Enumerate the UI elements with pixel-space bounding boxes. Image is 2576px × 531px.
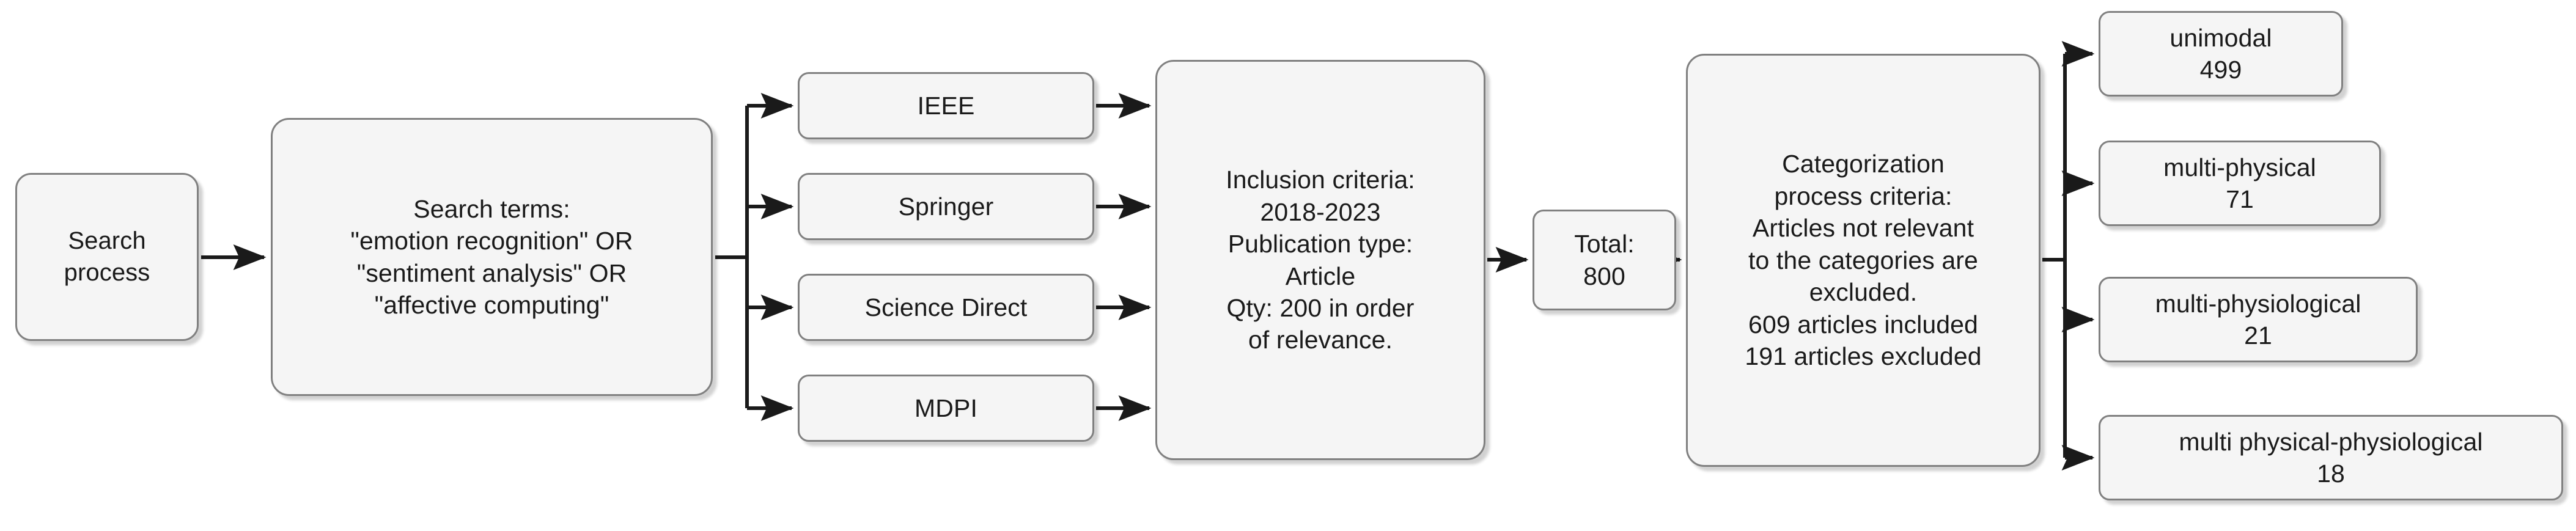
inclusion-criteria-label: Inclusion criteria: 2018-2023 Publicatio…: [1226, 166, 1415, 354]
database-mdpi-label: MDPI: [914, 394, 977, 422]
total-count-label: Total: 800: [1574, 230, 1635, 290]
category-multi-physical-node[interactable]: multi-physical 71: [2099, 141, 2381, 226]
inclusion-criteria-node[interactable]: Inclusion criteria: 2018-2023 Publicatio…: [1155, 60, 1485, 460]
category-multi-physiological-node[interactable]: multi-physiological 21: [2099, 277, 2418, 362]
search-terms-label: Search terms: "emotion recognition" OR "…: [350, 194, 633, 319]
search-terms-node[interactable]: Search terms: "emotion recognition" OR "…: [271, 118, 713, 396]
category-multi-physical-physiological-node[interactable]: multi physical-physiological 18: [2099, 415, 2563, 500]
search-process-label: Search process: [64, 227, 150, 286]
database-science-direct-label: Science Direct: [864, 293, 1028, 321]
database-ieee-label: IEEE: [917, 91, 975, 120]
database-mdpi-node[interactable]: MDPI: [798, 375, 1094, 442]
category-multi-physiological-label: multi-physiological 21: [2155, 289, 2361, 350]
category-multi-physical-label: multi-physical 71: [2163, 153, 2316, 213]
total-count-node[interactable]: Total: 800: [1533, 210, 1676, 310]
database-science-direct-node[interactable]: Science Direct: [798, 274, 1094, 341]
search-process-node[interactable]: Search process: [15, 173, 199, 341]
categorization-criteria-label: Categorization process criteria: Article…: [1745, 150, 1982, 371]
category-unimodal-label: unimodal 499: [2169, 23, 2272, 84]
database-springer-node[interactable]: Springer: [798, 173, 1094, 240]
category-multi-physical-physiological-label: multi physical-physiological 18: [2179, 427, 2483, 488]
categorization-criteria-node[interactable]: Categorization process criteria: Article…: [1686, 54, 2041, 467]
database-ieee-node[interactable]: IEEE: [798, 72, 1094, 139]
database-springer-label: Springer: [898, 192, 994, 221]
category-unimodal-node[interactable]: unimodal 499: [2099, 11, 2343, 97]
